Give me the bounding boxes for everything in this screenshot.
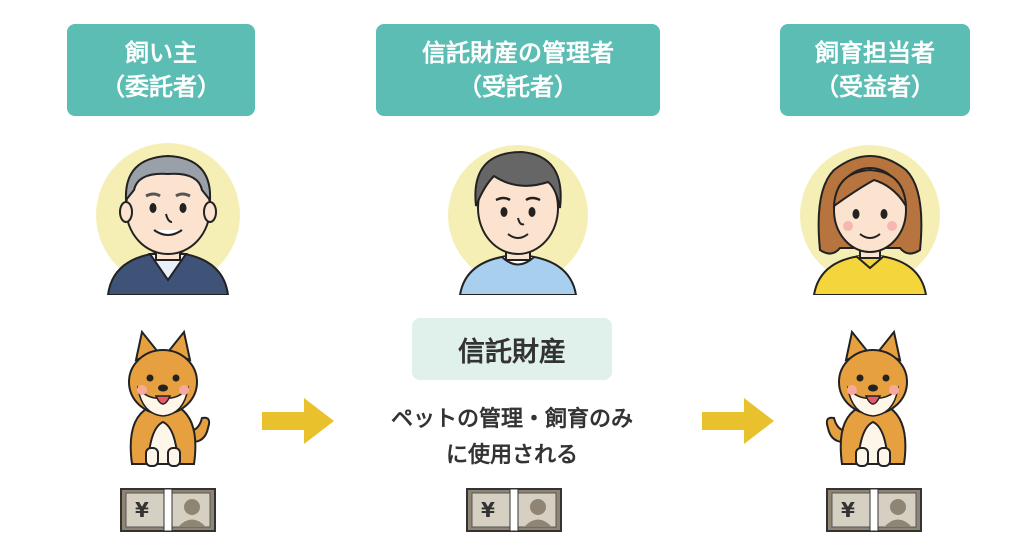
role-title: 信託財産の管理者 <box>422 39 614 67</box>
trust-asset-label: 信託財産 <box>458 336 566 368</box>
yen-symbol: ¥ <box>135 498 149 522</box>
arrow-right-icon <box>262 398 334 444</box>
beneficiary-illustration <box>800 145 940 295</box>
usage-line-1: ペットの管理・飼育のみ <box>390 407 633 432</box>
usage-description: ペットの管理・飼育のみ に使用される <box>356 402 668 474</box>
role-subtitle: （委託者） <box>101 73 221 101</box>
yen-bill-icon: ¥ <box>120 488 216 532</box>
role-title: 飼い主 <box>125 39 197 67</box>
role-label-owner: 飼い主 （委託者） <box>67 24 255 116</box>
dog-illustration <box>128 330 211 467</box>
role-subtitle: （受益者） <box>815 73 935 101</box>
yen-symbol: ¥ <box>481 498 495 522</box>
role-title: 飼育担当者 <box>815 39 935 67</box>
yen-bill-icon: ¥ <box>466 488 562 532</box>
role-subtitle: （受託者） <box>458 73 578 101</box>
role-label-beneficiary: 飼育担当者 （受益者） <box>780 24 970 116</box>
owner-illustration <box>96 143 240 295</box>
yen-symbol: ¥ <box>841 498 855 522</box>
role-label-trustee: 信託財産の管理者 （受託者） <box>376 24 660 116</box>
arrow-right-icon <box>702 398 774 444</box>
trustee-illustration <box>448 145 588 295</box>
trust-asset-box: 信託財産 <box>412 318 612 380</box>
yen-bill-icon: ¥ <box>826 488 922 532</box>
usage-line-2: に使用される <box>445 443 578 468</box>
dog-illustration <box>825 330 908 467</box>
